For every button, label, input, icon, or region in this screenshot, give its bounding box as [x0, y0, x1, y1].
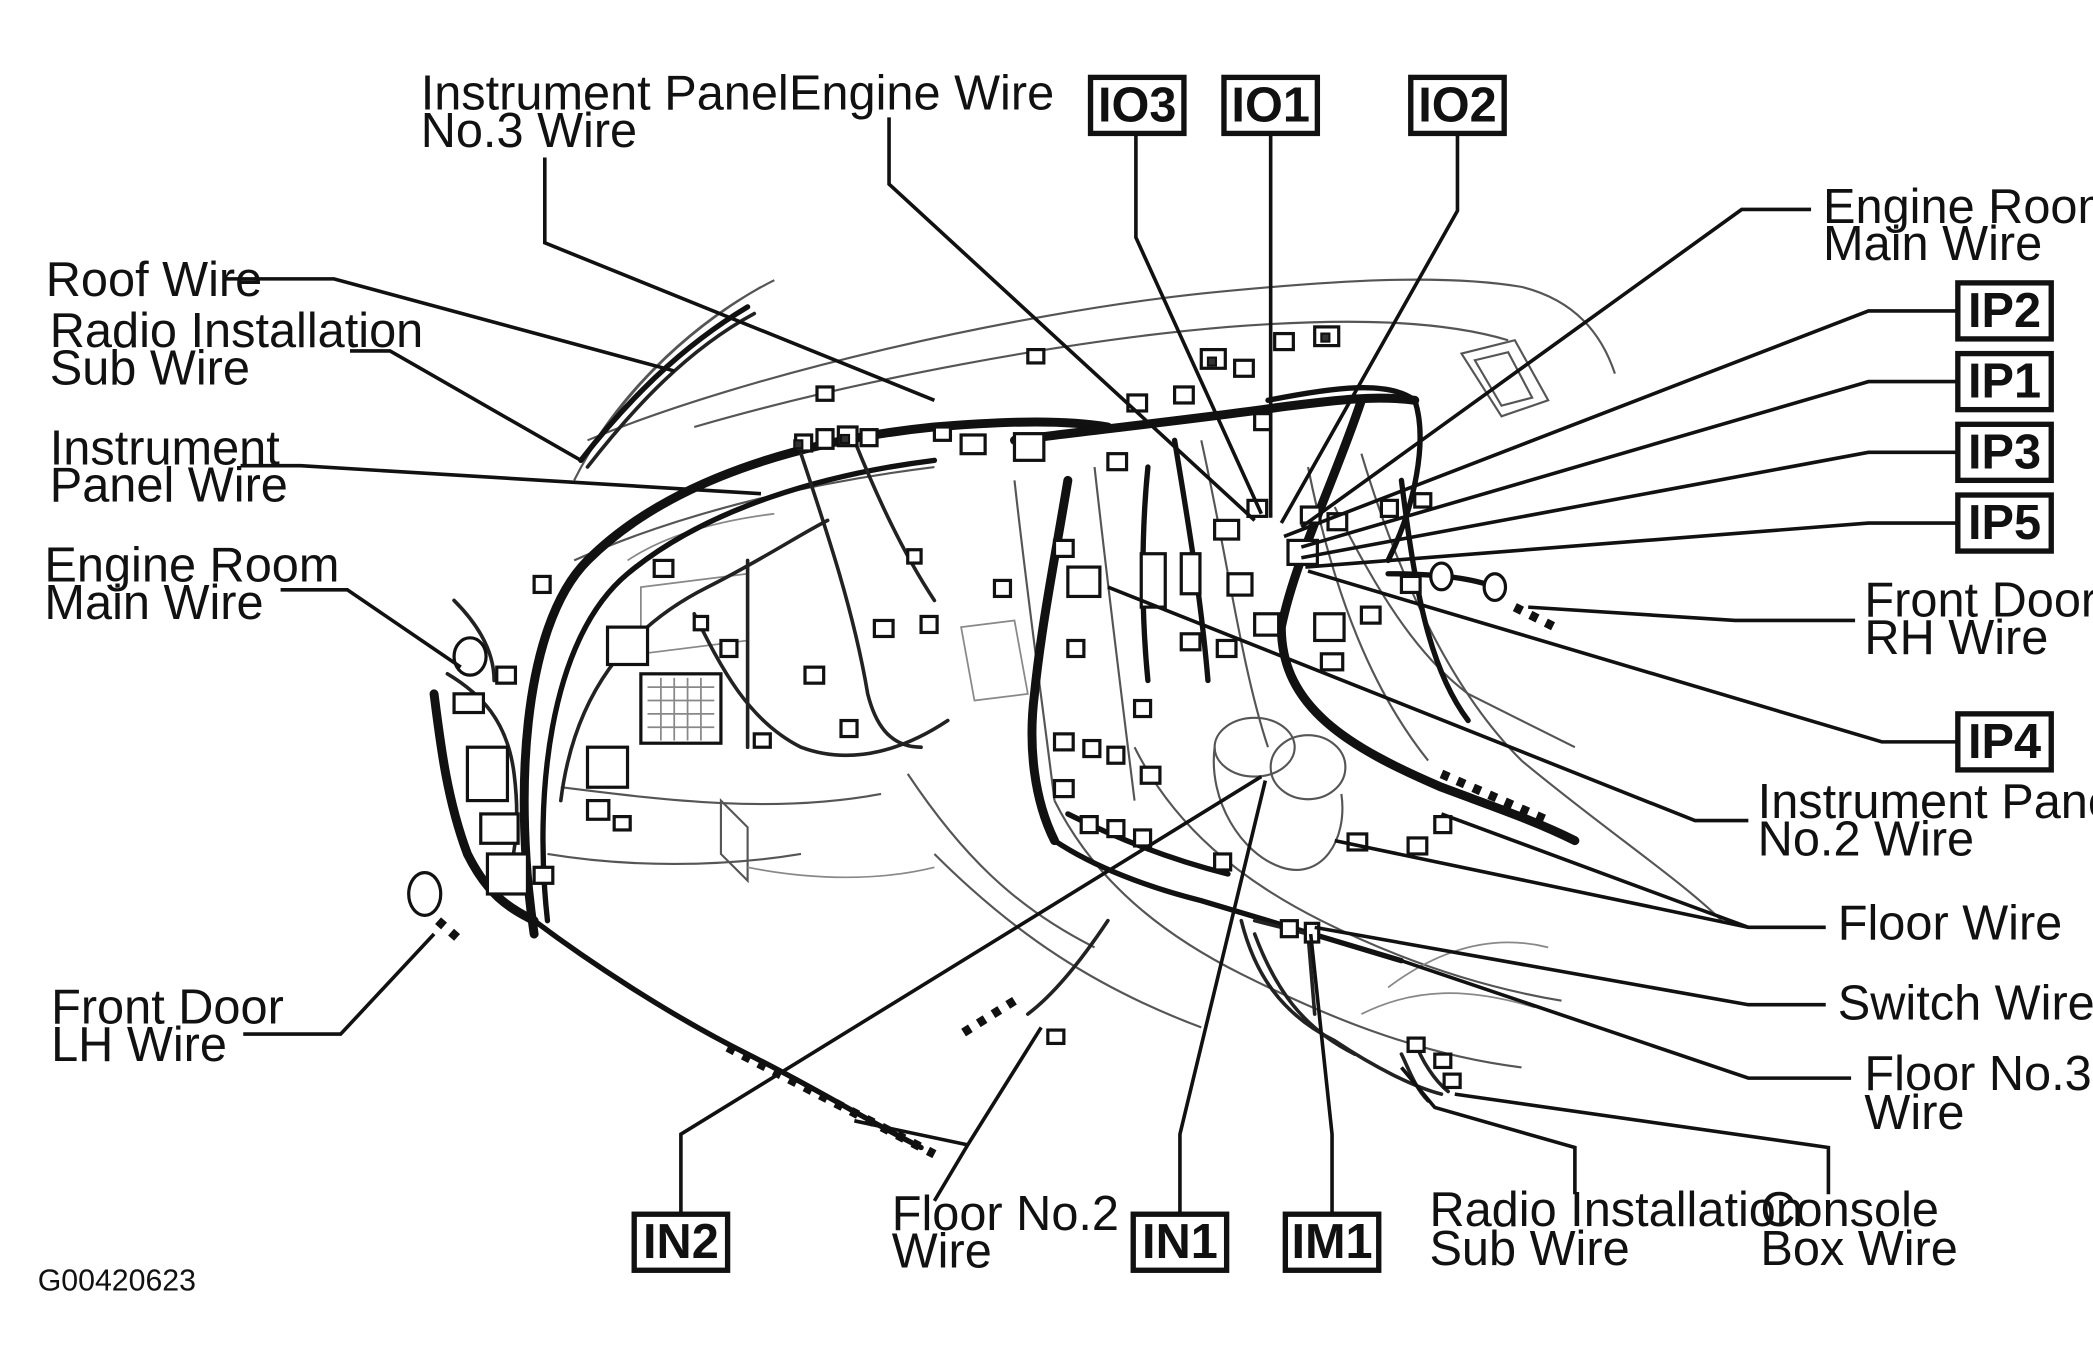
label-engine-room-main-wire-right: Engine Room Main Wire — [1823, 180, 2093, 271]
label-front-door-lh-wire: Front Door LH Wire — [51, 980, 297, 1071]
wiring-harness-lines — [429, 304, 1580, 1159]
svg-text:IP4: IP4 — [1968, 715, 2041, 769]
label-radio-installation-sub-wire-bottom: Radio Installation Sub Wire — [1429, 1183, 1816, 1276]
leader-lines — [224, 117, 1958, 1215]
label-engine-wire: Engine Wire — [789, 66, 1054, 120]
svg-text:IP2: IP2 — [1968, 284, 2041, 338]
label-front-door-rh-wire: Front Door RH Wire — [1864, 573, 2093, 664]
connector-code-ip3: IP3 — [1955, 421, 2054, 484]
label-console-box-wire: Console Box Wire — [1760, 1183, 1957, 1276]
label-instrument-panel-wire: Instrument Panel Wire — [50, 421, 294, 512]
connector-code-ip4: IP4 — [1955, 711, 2054, 773]
figure-code: G00420623 — [38, 1264, 196, 1297]
connector-code-im1: IM1 — [1282, 1211, 1382, 1273]
connector-code-in2: IN2 — [631, 1211, 731, 1273]
label-instrument-panel-no2-wire: Instrument Panel No.2 Wire — [1758, 775, 2093, 866]
svg-text:IP1: IP1 — [1968, 355, 2041, 409]
label-floor-no3-wire: Floor No.3 Wire — [1864, 1047, 2093, 1140]
svg-text:IN1: IN1 — [1142, 1215, 1218, 1269]
label-roof-wire: Roof Wire — [46, 253, 262, 307]
connector-code-in1: IN1 — [1130, 1211, 1230, 1273]
svg-text:IP3: IP3 — [1968, 425, 2041, 479]
svg-text:IM1: IM1 — [1291, 1215, 1372, 1269]
label-switch-wire: Switch Wire — [1838, 976, 2093, 1030]
connector-code-io3: IO3 — [1087, 74, 1187, 137]
label-instrument-panel-no3-wire: Instrument Panel No.3 Wire — [421, 66, 803, 157]
label-engine-room-main-wire-left: Engine Room Main Wire — [44, 539, 353, 630]
label-radio-installation-sub-wire-left: Radio Installation Sub Wire — [50, 304, 437, 395]
connector-code-io2: IO2 — [1408, 74, 1507, 137]
wire-labels: Instrument Panel No.3 Wire Engine Wire R… — [38, 66, 2093, 1297]
connector-code-ip2: IP2 — [1955, 280, 2054, 342]
svg-text:IP5: IP5 — [1968, 496, 2041, 550]
connector-code-io1: IO1 — [1221, 74, 1321, 137]
connector-code-ip5: IP5 — [1955, 492, 2054, 554]
svg-text:IO1: IO1 — [1231, 78, 1309, 132]
connector-code-ip1: IP1 — [1955, 350, 2054, 413]
harness-connectors — [407, 325, 1508, 1090]
svg-text:IO2: IO2 — [1418, 78, 1496, 132]
label-floor-wire: Floor Wire — [1838, 896, 2063, 950]
label-floor-no2-wire: Floor No.2 Wire — [892, 1187, 1133, 1278]
svg-text:IO3: IO3 — [1098, 78, 1176, 132]
svg-text:IN2: IN2 — [643, 1215, 719, 1269]
connector-codes: IO3 IO1 IO2 IP2 IP1 IP3 IP5 IP4 — [631, 74, 2054, 1273]
